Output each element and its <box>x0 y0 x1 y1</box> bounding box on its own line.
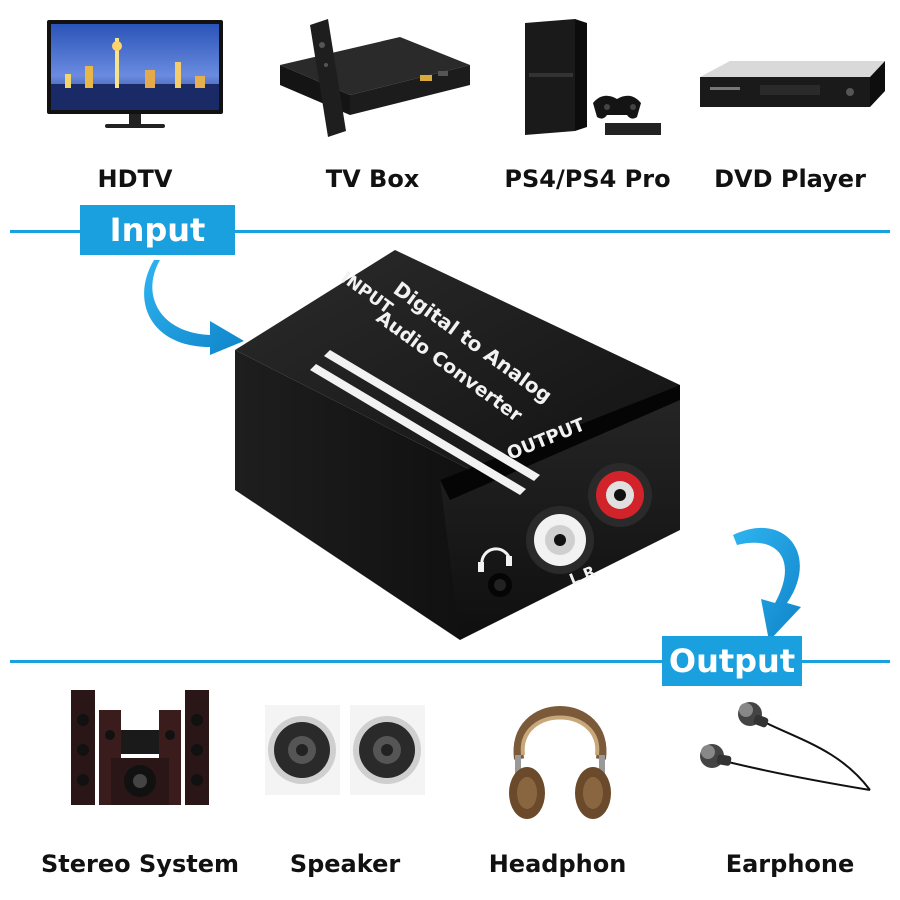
device-earphone: Earphone <box>690 670 890 900</box>
device-dvd-player: DVD Player <box>690 0 890 200</box>
input-arrow-icon <box>144 260 244 355</box>
speaker-icon <box>265 705 425 795</box>
rca-white-jack <box>526 506 594 574</box>
dvd-player-icon <box>700 61 885 107</box>
ps4-console-icon <box>525 19 661 135</box>
device-label: PS4/PS4 Pro <box>504 165 671 193</box>
headphone-icon <box>509 706 611 819</box>
stereo-system-icon <box>71 690 209 805</box>
device-ps4: PS4/PS4 Pro <box>495 0 680 200</box>
device-tv-box: TV Box <box>265 0 480 200</box>
device-headphone: Headphon <box>465 670 650 900</box>
earphone-icon <box>700 702 871 791</box>
input-divider-line <box>10 230 890 233</box>
tv-box-icon <box>280 19 470 137</box>
hdtv-icon <box>47 20 223 128</box>
device-label: DVD Player <box>714 165 866 193</box>
device-label: Speaker <box>289 850 401 878</box>
device-hdtv: HDTV <box>30 0 240 200</box>
device-label: Headphon <box>488 850 627 878</box>
device-speaker: Speaker <box>250 670 440 900</box>
headphone-jack-icon <box>478 547 512 597</box>
output-tag: Output <box>662 636 802 686</box>
input-tag: Input <box>80 205 235 255</box>
converter-box: INPUT Digital to Analog Audio Converter … <box>235 250 680 640</box>
output-arrow-icon <box>733 527 801 641</box>
device-label: TV Box <box>325 165 420 193</box>
device-label: HDTV <box>97 165 173 193</box>
device-label: Earphone <box>725 850 855 878</box>
device-label: Stereo System <box>41 850 239 878</box>
output-divider-line <box>10 660 890 663</box>
device-stereo-system: Stereo System <box>40 670 240 900</box>
rca-red-jack <box>588 463 652 527</box>
